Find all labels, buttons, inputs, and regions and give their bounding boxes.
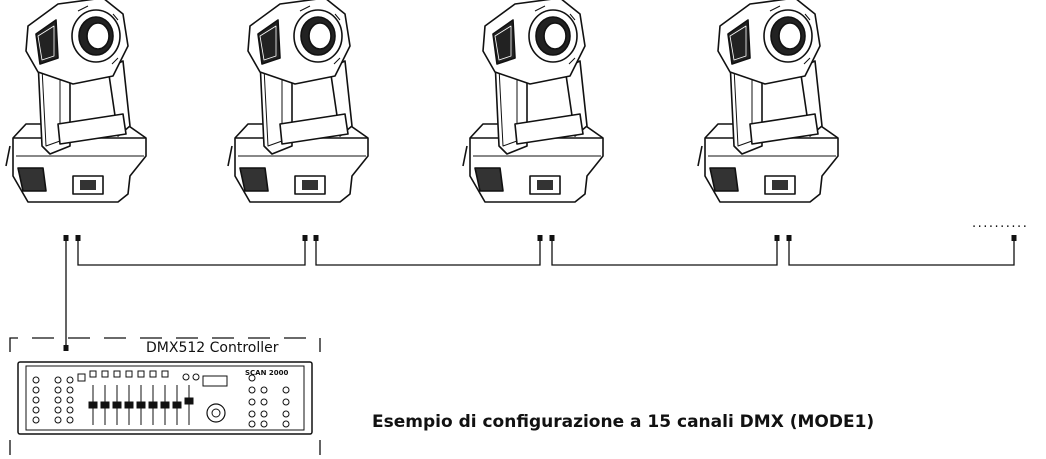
controller-label: DMX512 Controller: [146, 340, 279, 356]
dmx-controller-unit: SCAN 2000: [17, 361, 313, 435]
controller-brand: SCAN 2000: [245, 369, 289, 377]
controller-enclosure: [9, 337, 321, 352]
moving-head-fixture-2: [227, 0, 369, 203]
continuation-dots: ..........: [972, 216, 1028, 231]
moving-head-fixture-1: [5, 0, 147, 203]
moving-head-fixture-3: [462, 0, 604, 203]
diagram-caption: Esempio di configurazione a 15 canali DM…: [372, 412, 875, 432]
dmx-cable: [65, 240, 1015, 348]
moving-head-fixture-4: [697, 0, 839, 203]
